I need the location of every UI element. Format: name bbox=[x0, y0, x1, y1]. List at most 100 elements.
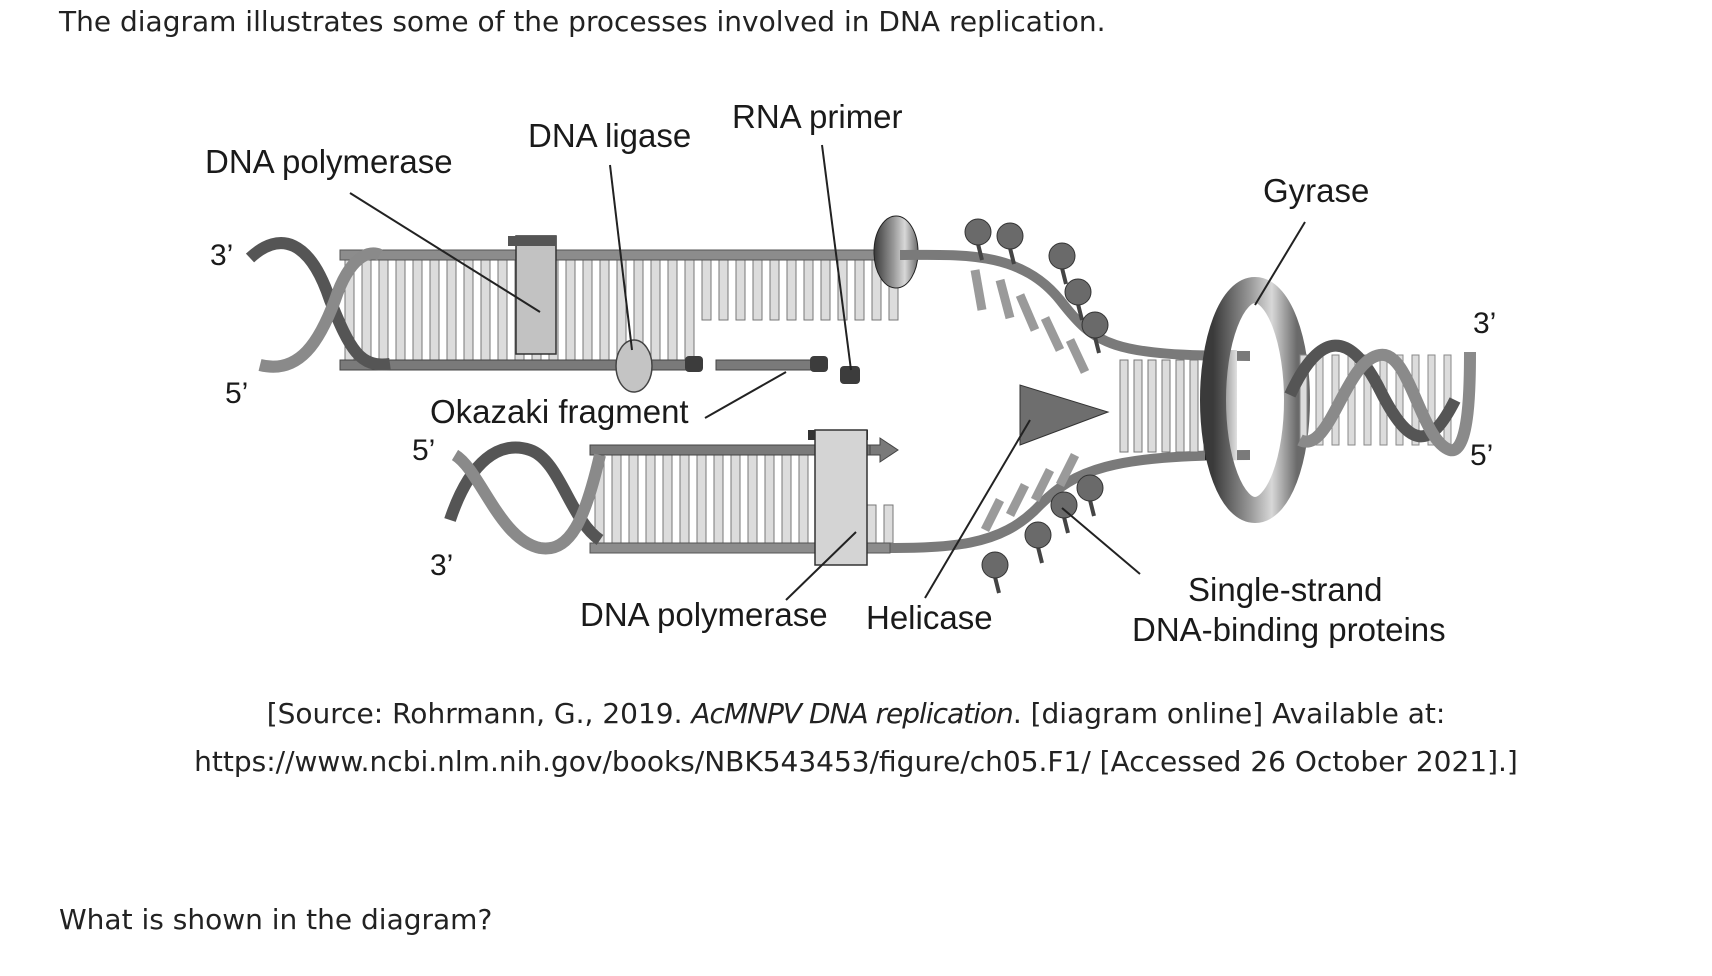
ssb-stalk bbox=[1008, 247, 1016, 265]
base-pair bbox=[769, 259, 780, 321]
base-pair bbox=[1161, 359, 1171, 453]
base-pair bbox=[718, 259, 729, 321]
parent-helix-b bbox=[1297, 349, 1476, 456]
leading-direction-arrow bbox=[869, 437, 899, 463]
base-pair bbox=[696, 454, 707, 544]
label-okazaki-fragment: Okazaki fragment bbox=[430, 393, 689, 430]
replication-fork bbox=[869, 218, 1251, 594]
question-text: What is shown in the diagram? bbox=[59, 903, 493, 936]
base-pair bbox=[679, 454, 690, 544]
base-pair bbox=[361, 259, 372, 361]
ssb-protein bbox=[1064, 278, 1092, 306]
end-left-bottom-3: 3’ bbox=[430, 549, 453, 582]
ssb-stalk bbox=[1062, 516, 1070, 534]
dna-replication-diagram: DNA polymerase DNA ligase RNA primer Gyr… bbox=[205, 98, 1496, 648]
base-pair bbox=[429, 259, 440, 361]
base-pair bbox=[1119, 359, 1129, 453]
bottom-template-strand bbox=[589, 542, 891, 554]
base-pair bbox=[854, 259, 865, 321]
base-pair bbox=[798, 454, 809, 544]
base-pair bbox=[667, 259, 678, 361]
dna-ligase-shape bbox=[615, 339, 653, 393]
bottom-helix-left-b bbox=[451, 449, 606, 555]
intro-text: The diagram illustrates some of the proc… bbox=[59, 5, 1106, 38]
source-suffix: . [diagram online] Available at: bbox=[1012, 697, 1446, 730]
rna-primer-mark-2 bbox=[810, 356, 828, 372]
ssb-stalk bbox=[976, 243, 984, 261]
okazaki-fragment-strand bbox=[715, 359, 817, 371]
label-helicase: Helicase bbox=[866, 599, 993, 636]
base-pair bbox=[1133, 359, 1143, 453]
base-pair bbox=[1175, 359, 1185, 453]
top-duplex bbox=[245, 215, 919, 393]
leader-okazaki bbox=[704, 371, 787, 419]
leader-dna-ligase bbox=[609, 164, 633, 351]
base-pair bbox=[628, 454, 639, 544]
base-pair bbox=[463, 259, 474, 361]
base-pair bbox=[582, 259, 593, 361]
base-pair bbox=[650, 259, 661, 361]
leader-dna-polymerase-bottom bbox=[785, 531, 857, 601]
ssb-protein bbox=[1024, 521, 1052, 549]
bottom-duplex bbox=[444, 429, 899, 566]
leader-helicase bbox=[924, 419, 1031, 599]
leader-rna-primer bbox=[821, 144, 852, 371]
fork-duplex-base-pairs bbox=[1119, 359, 1213, 453]
label-dna-ligase: DNA ligase bbox=[528, 117, 691, 154]
base-pair bbox=[803, 259, 814, 321]
base-pair bbox=[497, 259, 508, 361]
ssb-protein bbox=[1050, 491, 1078, 519]
helicase-wedge bbox=[1019, 384, 1110, 446]
ssb-stalk bbox=[1060, 267, 1068, 285]
ssb-stalk bbox=[1036, 546, 1044, 564]
top-helix-left-b bbox=[258, 247, 383, 373]
base-pair bbox=[781, 454, 792, 544]
leader-gyrase bbox=[1254, 221, 1306, 306]
base-pair bbox=[752, 259, 763, 321]
unpaired-base bbox=[970, 269, 987, 311]
gyrase-ring bbox=[1200, 277, 1310, 523]
unpaired-base bbox=[995, 278, 1015, 320]
label-rna-primer: RNA primer bbox=[732, 98, 903, 135]
base-pair bbox=[730, 454, 741, 544]
unpaired-base bbox=[1005, 482, 1030, 518]
end-left-top-3: 3’ bbox=[210, 239, 233, 272]
base-pair bbox=[412, 259, 423, 361]
top-base-pairs bbox=[344, 259, 899, 361]
ssb-stalk bbox=[993, 576, 1001, 594]
bottom-dna-polymerase-block bbox=[814, 429, 868, 566]
single-strand-binding-proteins bbox=[964, 218, 1109, 594]
base-pair bbox=[1189, 359, 1199, 453]
rna-primer-mark-3 bbox=[840, 366, 860, 384]
label-dna-polymerase-top: DNA polymerase bbox=[205, 143, 453, 180]
ssb-protein bbox=[1076, 474, 1104, 502]
base-pair bbox=[645, 454, 656, 544]
base-pair bbox=[1395, 354, 1404, 446]
label-ssb-line2: DNA-binding proteins bbox=[1132, 611, 1446, 648]
ssb-protein bbox=[964, 218, 992, 246]
leader-lines bbox=[349, 144, 1306, 601]
rna-primer-mark-1 bbox=[685, 356, 703, 372]
base-pair bbox=[701, 259, 712, 321]
end-right-3: 3’ bbox=[1473, 307, 1496, 340]
base-pair bbox=[611, 454, 622, 544]
base-pair bbox=[786, 259, 797, 321]
end-right-5: 5’ bbox=[1470, 439, 1493, 472]
leader-dna-polymerase-top bbox=[349, 192, 541, 313]
top-dna-polymerase-cap bbox=[508, 236, 556, 246]
source-title: AcMNPV DNA replication bbox=[691, 697, 1013, 730]
ssb-protein bbox=[1048, 242, 1076, 270]
fork-upper-arm bbox=[899, 249, 1251, 361]
base-pair bbox=[713, 454, 724, 544]
unpaired-base bbox=[1065, 338, 1090, 374]
base-pair bbox=[1427, 354, 1436, 446]
base-pair bbox=[764, 454, 775, 544]
base-pair bbox=[735, 259, 746, 321]
base-pair bbox=[747, 454, 758, 544]
top-dna-polymerase-block bbox=[515, 235, 557, 355]
base-pair bbox=[1147, 359, 1157, 453]
base-pair bbox=[883, 504, 894, 544]
base-pair bbox=[565, 259, 576, 361]
unpaired-base bbox=[1030, 467, 1055, 503]
label-ssb-line1: Single-strand bbox=[1188, 571, 1382, 608]
